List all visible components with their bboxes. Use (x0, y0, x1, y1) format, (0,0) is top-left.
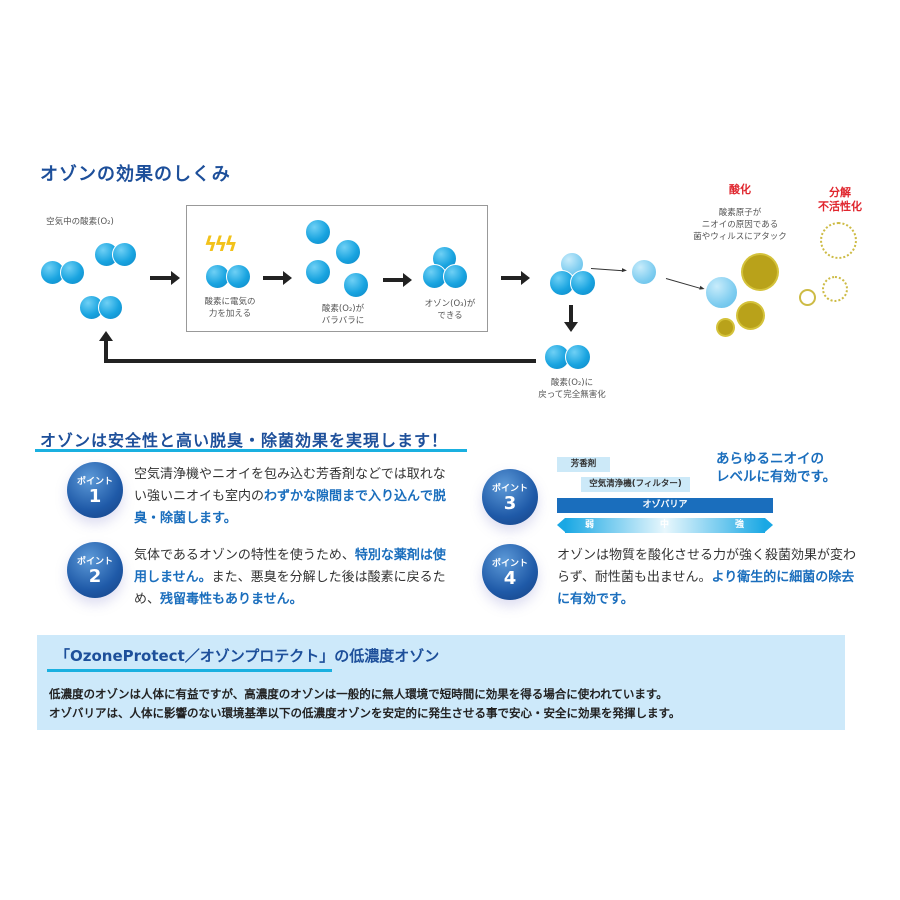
arrow-right-icon (263, 271, 292, 285)
point-4-text: オゾンは物質を酸化させる力が強く殺菌効果が変わらず、耐性菌も出ません。より衛生的… (557, 548, 857, 607)
lightning-icon: ϟϟϟ (204, 232, 238, 256)
inactivated-germ-icon (820, 222, 857, 259)
thin-arrow-icon (590, 268, 623, 272)
return-line (104, 359, 536, 363)
point-1-text: 空気清浄機やニオイを包み込む芳香剤などでは取れない強いニオイも室内のわずかな隙間… (134, 467, 447, 526)
arrow-down-icon (569, 305, 573, 323)
low-concentration-title: 「OzoneProtect／オゾンプロテクト」の低濃度オゾン (55, 647, 440, 665)
oxygen-atom (544, 344, 570, 370)
arrow-up-icon (99, 331, 113, 341)
points-title: オゾンは安全性と高い脱臭・除菌効果を実現します！ (40, 431, 449, 450)
arrow-right-icon (501, 271, 530, 285)
germ-icon (743, 255, 777, 289)
low-concentration-body: 低濃度のオゾンは人体に有益ですが、高濃度のオゾンは一般的に無人環境で短時間に効果… (49, 687, 681, 720)
germ-icon (718, 320, 733, 335)
strength-scale: 弱 中 強 (557, 518, 773, 533)
decompose-title: 分解不活性化 (818, 186, 862, 213)
return-label: 酸素(O₂)に戻って完全無害化 (538, 378, 606, 400)
point-2-text: 気体であるオゾンの特性を使うため、特別な薬剤は使用しません。また、悪臭を分解した… (134, 548, 446, 607)
point-3-highlight: あらゆるニオイのレベルに有効です。 (716, 451, 837, 485)
fragrance-chip: 芳香剤 (557, 457, 610, 472)
ozobarrier-bar: オゾバリア (557, 498, 773, 513)
oxidation-title: 酸化 (729, 183, 751, 196)
oxygen-atom-attacking (705, 276, 738, 309)
oxygen-atom (205, 264, 230, 289)
inactivated-germ-icon (799, 289, 816, 306)
title-underline (35, 449, 467, 452)
mechanism-title: オゾンの効果のしくみ (40, 164, 231, 185)
thin-arrow-icon (665, 278, 701, 289)
step3-label: オゾン(O₃)ができる (424, 299, 476, 321)
oxygen-atom (565, 344, 591, 370)
ozone-generation-box (186, 205, 488, 332)
air-purifier-chip: 空気清浄機(フィルター) (581, 477, 690, 492)
oxygen-atom (226, 264, 251, 289)
oxygen-atom-free (631, 259, 657, 285)
step2-label: 酸素(O₂)がバラバラに (321, 304, 365, 326)
germ-icon (738, 303, 763, 328)
air-oxygen-label: 空気中の酸素(O₂) (46, 217, 114, 227)
arrow-right-icon (383, 273, 412, 287)
arrow-right-icon (150, 271, 180, 285)
step1-label: 酸素に電気の力を加える (204, 297, 256, 319)
oxidation-desc: 酸素原子がニオイの原因である菌やウィルスにアタック (693, 208, 787, 242)
inactivated-germ-icon (822, 276, 848, 302)
low-concentration-panel: 「OzoneProtect／オゾンプロテクト」の低濃度オゾン 低濃度のオゾンは人… (37, 635, 845, 730)
